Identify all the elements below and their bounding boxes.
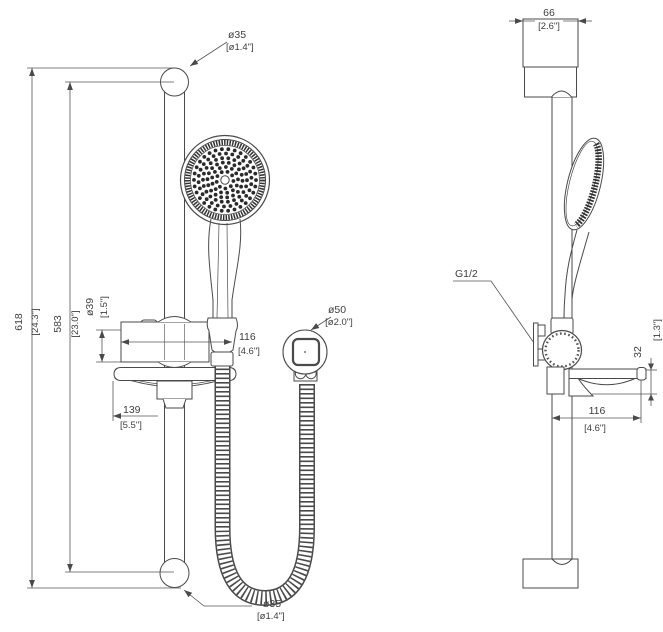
side-view: 66 [2.6"]	[453, 7, 663, 589]
dim-slider-width-inch: [4.6"]	[238, 346, 260, 357]
hose-ribs	[216, 364, 314, 605]
bottom-wall-bracket	[522, 558, 579, 589]
dim-bar-span-mm: 583	[52, 315, 64, 333]
dim-soap-dish-mm: 139	[123, 404, 141, 416]
center-hole	[220, 175, 230, 185]
dim-bottom-cap-mm: ø35	[263, 598, 281, 610]
slider-dimension: ø39 [1.5"]	[84, 296, 121, 363]
soap-dish-side	[568, 367, 647, 397]
dim-slider-width-mm: 116	[239, 331, 256, 343]
shower-handle-side	[563, 229, 590, 319]
soap-dish-dimension: 139 [5.5"]	[112, 381, 158, 431]
dim-wall-outlet-inch: [ø2.0"]	[325, 317, 353, 328]
dim-dish-depth-mm: 116	[589, 405, 606, 417]
hand-shower-head	[179, 134, 271, 226]
dish-height-dimension: 32 [1.3"]	[592, 319, 663, 406]
bottom-cap	[159, 558, 190, 588]
slider-width-dimension: 116 [4.6"]	[120, 331, 260, 357]
nozzle-dots	[192, 147, 258, 213]
dim-bar-span-inch: [23.0"]	[70, 310, 81, 337]
locking-knob	[541, 329, 583, 371]
dim-overall-height-inch: [24.3"]	[30, 308, 41, 335]
wall-plate	[533, 322, 539, 367]
shower-handle	[208, 218, 242, 319]
dim-top-cap-inch: [ø1.4"]	[226, 42, 254, 53]
dim-bottom-cap-inch: [ø1.4"]	[257, 611, 285, 622]
dim-slider-inch: [1.5"]	[99, 296, 110, 318]
wall-mount-bracket	[533, 317, 583, 395]
dish-depth-dimension: 116 [4.6"]	[552, 380, 642, 434]
dim-slider-mm: ø39	[84, 298, 96, 316]
hand-shower-head-side	[563, 137, 605, 231]
spray-face-hatch	[573, 142, 602, 228]
top-cap-label: ø35 [ø1.4"]	[189, 29, 254, 67]
handle-holder	[206, 317, 238, 355]
height-dimensions: 618 [24.3"] 583 [23.0"]	[13, 67, 181, 589]
thread-label-group: G1/2	[453, 268, 535, 344]
dim-dish-depth-inch: [4.6"]	[584, 423, 606, 434]
bracket-width-dimension: 66 [2.6"]	[509, 7, 592, 32]
dish-clamp-nut	[156, 380, 193, 400]
dim-top-cap-mm: ø35	[228, 29, 246, 41]
bottom-cap-label: ø35 [ø1.4"]	[183, 589, 285, 622]
shower-hose	[214, 364, 315, 607]
dim-dish-height-mm: 32	[632, 346, 644, 358]
dim-overall-height-mm: 618	[13, 313, 25, 331]
top-wall-bracket	[522, 18, 579, 98]
dim-soap-dish-inch: [5.5"]	[120, 420, 142, 431]
thread-label: G1/2	[455, 268, 478, 280]
dim-dish-height-inch: [1.3"]	[652, 319, 663, 341]
front-view: 618 [24.3"] 583 [23.0"] ø35 [ø1.4"]	[13, 29, 353, 622]
spray-rim-hatch	[185, 140, 265, 220]
soap-dish-front	[113, 367, 237, 409]
dim-bracket-width-mm: 66	[543, 7, 555, 19]
wall-outlet: ø50 [ø2.0"]	[282, 304, 353, 382]
dim-bracket-width-inch: [2.6"]	[538, 21, 560, 32]
hose-connector	[210, 351, 234, 367]
dim-wall-outlet-mm: ø50	[328, 304, 346, 316]
